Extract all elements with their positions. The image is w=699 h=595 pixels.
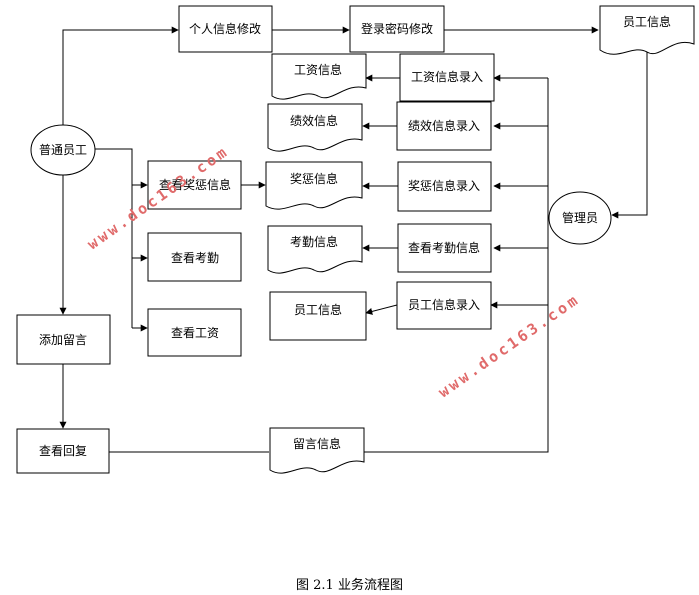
- doc-emp-info-top: [599, 5, 695, 55]
- node-admin: [548, 191, 612, 245]
- process-boxes: [16, 5, 495, 474]
- doc-attendance: [267, 225, 363, 274]
- document-shapes: [265, 5, 695, 474]
- edge-employee-personal-edit: [62, 26, 179, 125]
- label-add-message: 添加留言: [39, 333, 87, 347]
- label-view-reply: 查看回复: [39, 444, 87, 458]
- doc-salary: [271, 53, 367, 100]
- box-view-salary: [147, 308, 242, 357]
- label-personal-edit: 个人信息修改: [189, 21, 261, 36]
- box-password-edit: [349, 5, 445, 53]
- label-emp-info-entry: 员工信息录入: [408, 297, 480, 312]
- doc-perf: [267, 103, 363, 152]
- label-salary-entry: 工资信息录入: [411, 69, 483, 84]
- label-view-attendance: 查看考勤: [171, 251, 219, 265]
- figure-caption: 图 2.1 业务流程图: [296, 578, 403, 593]
- edge-empinfo-entry-doc: [365, 304, 398, 315]
- doc-message: [269, 427, 365, 474]
- label-reward-entry: 奖惩信息录入: [408, 178, 480, 193]
- box-salary-entry: [399, 53, 495, 102]
- box-view-attendance: [147, 232, 242, 282]
- box-emp-info-entry: [396, 281, 492, 330]
- node-employee: [30, 124, 96, 176]
- box-personal-edit: [178, 5, 273, 53]
- doc-reward: [265, 161, 363, 210]
- label-perf-entry: 绩效信息录入: [408, 118, 480, 133]
- label-admin: 管理员: [562, 210, 598, 225]
- box-reward-entry: [397, 161, 492, 212]
- label-message-doc: 留言信息: [293, 436, 341, 451]
- labels: 普通员工 管理员 个人信息修改 登录密码修改 员工信息 工资信息 工资信息录入 …: [39, 14, 671, 458]
- box-view-reply: [16, 428, 110, 474]
- box-view-reward: [147, 160, 242, 210]
- label-attendance-doc: 考勤信息: [290, 234, 338, 249]
- connectors: [59, 26, 648, 453]
- label-employee: 普通员工: [39, 143, 87, 157]
- box-add-message: [16, 314, 111, 365]
- label-emp-info-top: 员工信息: [623, 14, 671, 29]
- edge-message-admin: [364, 228, 549, 453]
- label-password-edit: 登录密码修改: [361, 21, 433, 36]
- label-view-salary: 查看工资: [171, 326, 219, 340]
- label-salary-doc: 工资信息: [294, 62, 342, 77]
- label-attendance-view: 查看考勤信息: [408, 240, 480, 255]
- label-view-reward: 查看奖惩信息: [159, 177, 231, 192]
- edge-empinfo-admin: [611, 50, 648, 219]
- label-emp-info-doc: 员工信息: [294, 302, 342, 317]
- doc-emp-info: [269, 291, 367, 341]
- box-attendance-view: [397, 223, 492, 273]
- box-perf-entry: [396, 101, 492, 151]
- edge-employee-bus: [95, 148, 133, 328]
- label-perf-doc: 绩效信息: [290, 113, 338, 128]
- label-reward-doc: 奖惩信息: [290, 171, 338, 186]
